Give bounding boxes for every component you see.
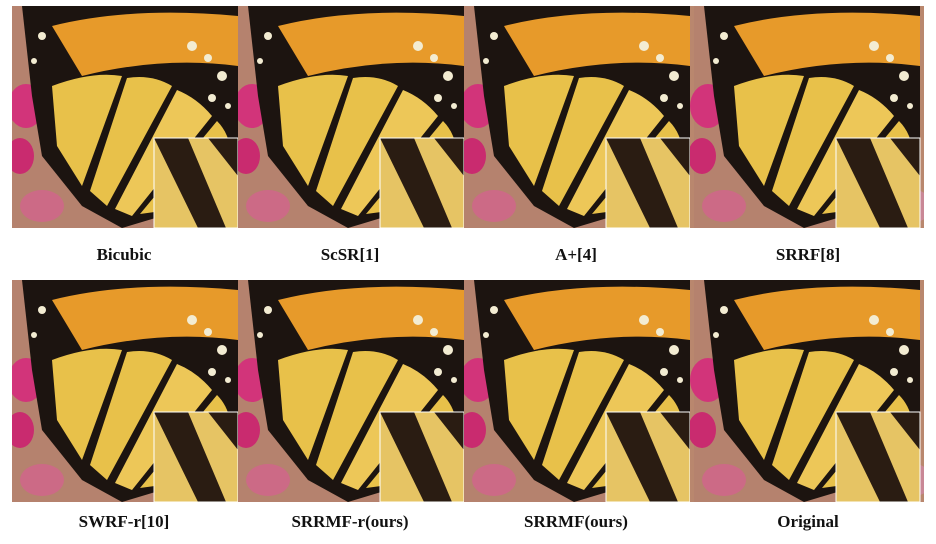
panel-bicubic <box>12 6 238 228</box>
panel-swrf-r <box>12 280 238 502</box>
panel-srrmf-r <box>238 280 464 502</box>
caption-a-plus: A+[4] <box>555 245 597 264</box>
butterfly-image <box>690 6 924 228</box>
butterfly-image <box>12 6 238 228</box>
panel-original <box>690 280 924 502</box>
butterfly-image <box>238 280 464 502</box>
butterfly-image <box>238 6 464 228</box>
panel-scsr <box>238 6 464 228</box>
butterfly-image <box>464 6 690 228</box>
panel-a-plus <box>464 6 690 228</box>
caption-swrf-r: SWRF-r[10] <box>78 512 170 531</box>
panel-srrmf <box>464 280 690 502</box>
caption-scsr: ScSR[1] <box>320 245 380 264</box>
caption-srrmf: SRRMF(ours) <box>524 512 628 531</box>
panel-srrf <box>690 6 924 228</box>
butterfly-image <box>690 280 924 502</box>
caption-original: Original <box>777 512 839 531</box>
butterfly-image <box>464 280 690 502</box>
caption-bicubic: Bicubic <box>96 245 152 264</box>
butterfly-image <box>12 280 238 502</box>
caption-srrmf-r: SRRMF-r(ours) <box>291 512 409 531</box>
caption-srrf: SRRF[8] <box>775 245 841 264</box>
